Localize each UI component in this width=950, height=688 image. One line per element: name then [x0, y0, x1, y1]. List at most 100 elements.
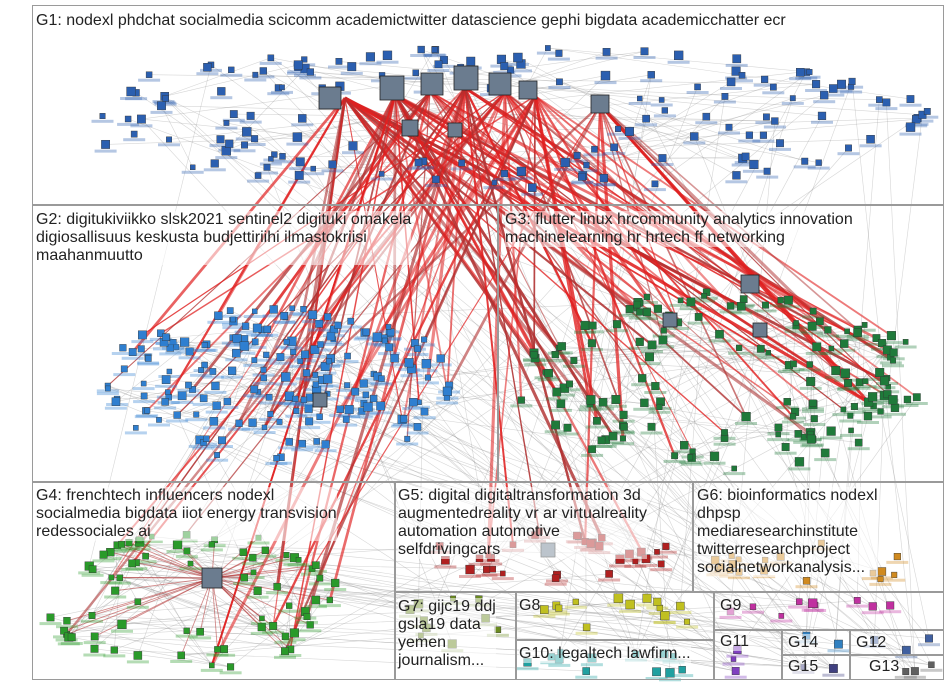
node-label [400, 374, 423, 378]
node-label [734, 161, 757, 165]
edge-gray [657, 308, 930, 639]
edge-red [289, 94, 396, 650]
node-avatar [656, 403, 663, 411]
edge-gray [285, 559, 299, 637]
node-avatar [268, 156, 274, 162]
node-avatar [283, 338, 290, 345]
node-label [60, 642, 83, 645]
node-avatar [570, 357, 578, 364]
node-avatar [292, 132, 303, 142]
node-label [613, 431, 635, 435]
node-label [803, 423, 826, 426]
node-label [669, 611, 692, 614]
node-avatar [903, 395, 912, 404]
node-label [408, 405, 430, 409]
node-label [338, 415, 361, 418]
node-avatar [905, 122, 916, 132]
edge-gray [158, 405, 217, 421]
node-label [302, 172, 325, 176]
edge-red [344, 96, 870, 404]
node-avatar [636, 308, 644, 316]
node-avatar [241, 322, 250, 330]
node-label [301, 320, 324, 324]
node-label [827, 649, 850, 653]
node-avatar [556, 399, 566, 409]
node-label [869, 582, 892, 586]
node-label [295, 377, 318, 381]
node-label [882, 357, 905, 361]
node-label [304, 388, 327, 392]
node-avatar [177, 651, 186, 660]
node-label [592, 183, 615, 187]
node-label [730, 311, 753, 315]
node-label [134, 415, 157, 419]
node-avatar [105, 385, 111, 392]
node-label [738, 139, 761, 143]
node-avatar [273, 455, 280, 462]
node-label [742, 610, 764, 614]
node-label [171, 401, 194, 404]
node-avatar [778, 613, 785, 619]
node-label [215, 156, 238, 160]
node-label [246, 333, 269, 337]
node-avatar [545, 45, 551, 51]
node-label [686, 91, 709, 94]
node-avatar [840, 406, 847, 413]
node-avatar [251, 308, 258, 315]
node-avatar [276, 353, 285, 361]
node-label [906, 122, 929, 126]
node-label [516, 667, 539, 671]
node-avatar [161, 375, 171, 385]
edge-red [311, 104, 601, 570]
node-avatar [560, 157, 570, 168]
node-label [895, 655, 918, 659]
node-label [868, 377, 891, 381]
node-avatar [806, 69, 813, 75]
node-label [468, 562, 491, 566]
node-label [799, 386, 822, 390]
node-avatar [365, 52, 376, 62]
node-label [903, 675, 926, 679]
node-avatar [300, 396, 308, 403]
node-label [202, 426, 225, 430]
node-label [316, 397, 339, 401]
node-label [647, 313, 669, 317]
node-label [289, 364, 312, 368]
node-label [359, 62, 382, 66]
node-avatar [137, 345, 145, 353]
hub-node-avatar [401, 119, 419, 137]
node-avatar [312, 381, 319, 388]
group-box-g2 [32, 205, 498, 482]
node-avatar [252, 323, 262, 333]
node-label [537, 378, 560, 382]
edge-gray [338, 61, 560, 83]
node-avatar [582, 623, 591, 631]
node-label [308, 328, 331, 332]
node-label [309, 348, 332, 352]
edge-gray [71, 637, 231, 668]
node-label [269, 361, 292, 365]
node-avatar [214, 452, 220, 458]
edge-gray [315, 564, 487, 570]
node-avatar [306, 621, 314, 629]
node-avatar [775, 431, 781, 438]
node-label [788, 605, 811, 609]
node-avatar [573, 151, 581, 159]
node-avatar [643, 308, 652, 317]
node-avatar [196, 628, 204, 636]
node-label [719, 310, 742, 314]
node-label [687, 321, 710, 325]
edge-gray [91, 573, 610, 616]
node-avatar [240, 573, 249, 582]
node-label [847, 447, 870, 451]
node-avatar [251, 338, 259, 346]
node-avatar [608, 431, 618, 441]
node-label [193, 348, 216, 352]
edge-gray [547, 47, 911, 100]
node-avatar [674, 50, 684, 61]
node-label [840, 433, 862, 437]
node-label [120, 97, 143, 100]
node-label [883, 412, 906, 416]
node-label [762, 91, 785, 95]
node-label [206, 458, 229, 462]
